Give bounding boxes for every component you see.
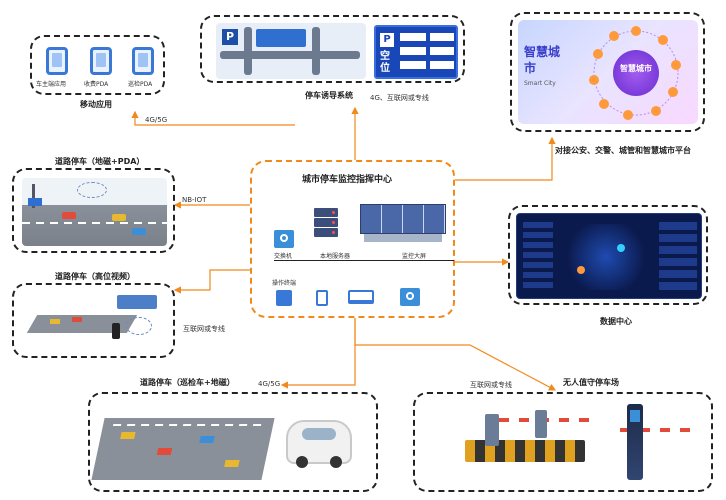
car-icon [72,317,82,322]
parking-p-icon: P [380,33,394,47]
parking-p-icon: P [222,29,238,45]
server-icon [314,208,338,238]
line-mobile [131,110,295,126]
link-label-video: 互联网或专线 [183,325,225,333]
desktop-icon [276,290,292,306]
car-icon [112,214,126,221]
barrier-arm [499,418,599,422]
parking-island [465,440,585,462]
road-patrol-box [88,392,378,492]
smart-city-title: 对接公安、交警、城管和智慧城市平台 [555,146,691,155]
app-label-toll-pda: 收费PDA [84,81,109,88]
road-scene [91,418,275,480]
switch-icon [274,230,294,248]
link-label-unattended: 互联网或专线 [470,381,512,389]
line-unattended [354,318,557,391]
terminal-label: 操作终端 [272,280,297,287]
car-icon [132,228,146,235]
patrol-car-icon [286,420,352,468]
road-geomag-box [12,168,175,253]
dashboard-screen [516,213,702,299]
link-label-patrol: 4G/5G [258,380,281,388]
road-shape [244,27,252,75]
smart-city-core: 智慧城市 [613,50,659,96]
smart-city-box: 智慧城市 Smart City 智慧城市 [510,12,705,132]
building-icon [117,295,157,309]
cloud-icon [77,182,107,198]
road-video-box [12,283,175,358]
phone-icon [90,47,112,75]
phone-icon [132,47,154,75]
data-center-title: 数据中心 [600,317,632,326]
car-icon [224,460,240,467]
road-shape [26,315,138,333]
link-label-guide: 4G、互联网或专线 [370,94,429,102]
guide-sign [256,29,306,47]
laptop-icon [348,290,374,304]
link-label-mobile: 4G/5G [145,116,168,124]
road-geomag-scene [22,178,167,246]
gate-post-icon [535,410,547,438]
parking-sign-icon [28,198,42,206]
monitoring-center-box: 城市停车监控指挥中心 交换机 本地服务器 监控大屏 操作终端 [250,160,455,318]
guide-map: P [216,23,366,79]
car-icon [156,448,173,455]
mobile-title: 移动应用 [80,100,112,109]
payment-kiosk-icon [627,404,643,480]
screen-label: 监控大屏 [402,253,427,260]
smart-city-core-text: 智慧城市 [620,64,652,73]
road-shape [220,51,360,59]
settings-icon [400,288,420,306]
smart-city-orbit [589,26,681,120]
smart-city-english: Smart City [524,80,556,87]
video-wall-icon [360,204,450,244]
line-smart-city [455,136,556,181]
pole-icon [32,184,35,208]
patrol-title: 道路停车（巡检车+地磁） [140,378,235,387]
road-shape [312,27,320,75]
barrier-arm [620,428,690,432]
car-icon [62,212,76,219]
smart-city-graphic: 智慧城市 Smart City 智慧城市 [518,20,698,124]
mobile-apps-box: 车主端应用 收费PDA 巡检PDA [30,35,165,95]
switch-label: 交换机 [274,253,293,260]
line-video [173,269,250,294]
smart-city-heading: 智慧城市 [524,45,561,75]
unattended-parking-box [413,392,713,492]
link-label-geomag: NB-IOT [182,196,207,204]
tablet-icon [316,290,328,306]
app-label-owner: 车主端应用 [36,81,67,88]
line-patrol [280,318,356,389]
vacancy-text: 空位 [380,51,390,74]
car-icon [120,432,136,439]
center-title: 城市停车监控指挥中心 [302,175,393,185]
vacancy-sign: P 空位 [374,25,458,79]
gate-post-icon [485,414,499,446]
map-panel [561,224,651,290]
cloud-icon [126,317,152,335]
geomag-title: 道路停车（地磁+PDA） [55,157,145,166]
data-center-box [508,205,708,305]
phone-icon [112,323,120,339]
parking-guide-box: P P 空位 [200,15,465,83]
car-icon [199,436,215,443]
car-icon [50,319,60,324]
unattended-title: 无人值守停车场 [563,378,619,387]
server-label: 本地服务器 [320,253,351,260]
video-title: 道路停车（高位视频） [55,272,135,281]
road-video-scene [22,291,167,351]
phone-icon [46,47,68,75]
network-bus-line [274,260,454,261]
app-label-patrol-pda: 巡检PDA [128,81,153,88]
guide-title: 停车诱导系统 [305,91,353,100]
